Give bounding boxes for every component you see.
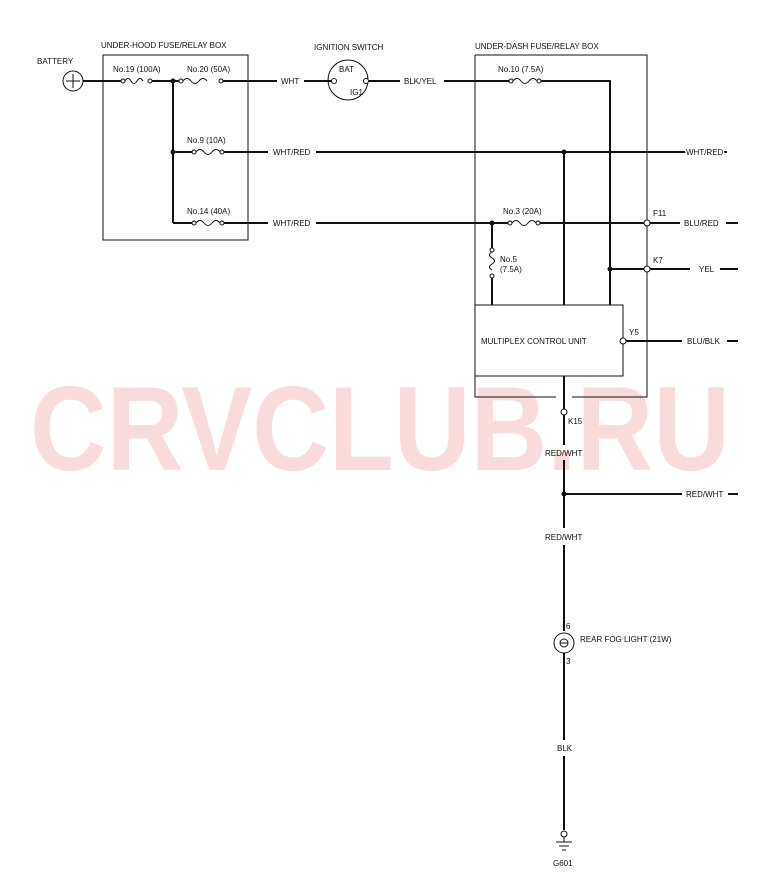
wire-red-wht-out-label: RED/WHT: [686, 490, 723, 499]
wire-blu-blk-label: BLU/BLK: [687, 337, 721, 346]
pin-6-label: 6: [566, 622, 571, 631]
fuse-no19-label: No.19 (100A): [113, 65, 161, 74]
underhood-fuse-box: [102, 54, 249, 241]
wire-blk-label: BLK: [557, 744, 573, 753]
connector-y5: [619, 337, 627, 345]
ignition-switch-label: IGNITION SWITCH: [314, 43, 384, 52]
connector-f11: [643, 219, 651, 227]
underhood-box-label: UNDER-HOOD FUSE/RELAY BOX: [101, 41, 227, 50]
ground-label: G601: [553, 859, 573, 868]
fuse-no19-icon: [120, 78, 153, 84]
wire-blk-yel-label: BLK/YEL: [404, 77, 437, 86]
fuse-no5-rating: (7.5A): [500, 265, 522, 274]
fuse-no3-label: No.3 (20A): [503, 207, 542, 216]
pin-3-label: 3: [566, 657, 571, 666]
connector-k7: [643, 265, 651, 273]
battery-label: BATTERY: [37, 57, 74, 66]
fuse-no14-label: No.14 (40A): [187, 207, 230, 216]
wire-wht-label: WHT: [281, 77, 299, 86]
watermark: CRVCLUB.RU: [30, 362, 730, 496]
connector-f11-label: F11: [653, 209, 667, 218]
battery-icon: [62, 70, 84, 92]
connector-y5-label: Y5: [629, 328, 639, 337]
wire-red-wht-label-1: RED/WHT: [545, 449, 582, 458]
rear-fog-light-label: REAR FOG LIGHT (21W): [580, 635, 672, 644]
rear-fog-light-icon: [553, 632, 575, 654]
ground-icon: [556, 830, 572, 851]
ignition-switch-icon: [327, 59, 369, 101]
connector-k7-label: K7: [653, 256, 663, 265]
fuse-no10-icon: [508, 78, 542, 84]
mcu-label: MULTIPLEX CONTROL UNIT: [481, 337, 587, 346]
wire-wht-red-out-label: WHT/RED: [686, 148, 724, 157]
fuse-no14-icon: [191, 220, 225, 226]
wire-yel-label: YEL: [699, 265, 715, 274]
fuse-no20-icon: [178, 78, 224, 84]
fuse-no3-icon: [507, 220, 541, 226]
wire-wht-red-label-2: WHT/RED: [273, 219, 311, 228]
wire-red-wht-label-2: RED/WHT: [545, 533, 582, 542]
connector-k15: [560, 408, 568, 416]
wire-no10-to-mcu: [541, 80, 611, 305]
fuse-no9-label: No.9 (10A): [187, 136, 226, 145]
switch-ig1-label: IG1: [350, 88, 363, 97]
fuse-no20-label: No.20 (50A): [187, 65, 230, 74]
wire-blu-red-label: BLU/RED: [684, 219, 719, 228]
wire-wht-red-label-1: WHT/RED: [273, 148, 311, 157]
fuse-no5-icon: [489, 247, 495, 279]
connector-k15-label: K15: [568, 417, 583, 426]
fuse-no10-label: No.10 (7.5A): [498, 65, 544, 74]
underdash-box-label: UNDER-DASH FUSE/RELAY BOX: [475, 42, 599, 51]
switch-bat-label: BAT: [339, 65, 354, 74]
fuse-no5-label: No.5: [500, 255, 517, 264]
fuse-no9-icon: [191, 149, 225, 155]
